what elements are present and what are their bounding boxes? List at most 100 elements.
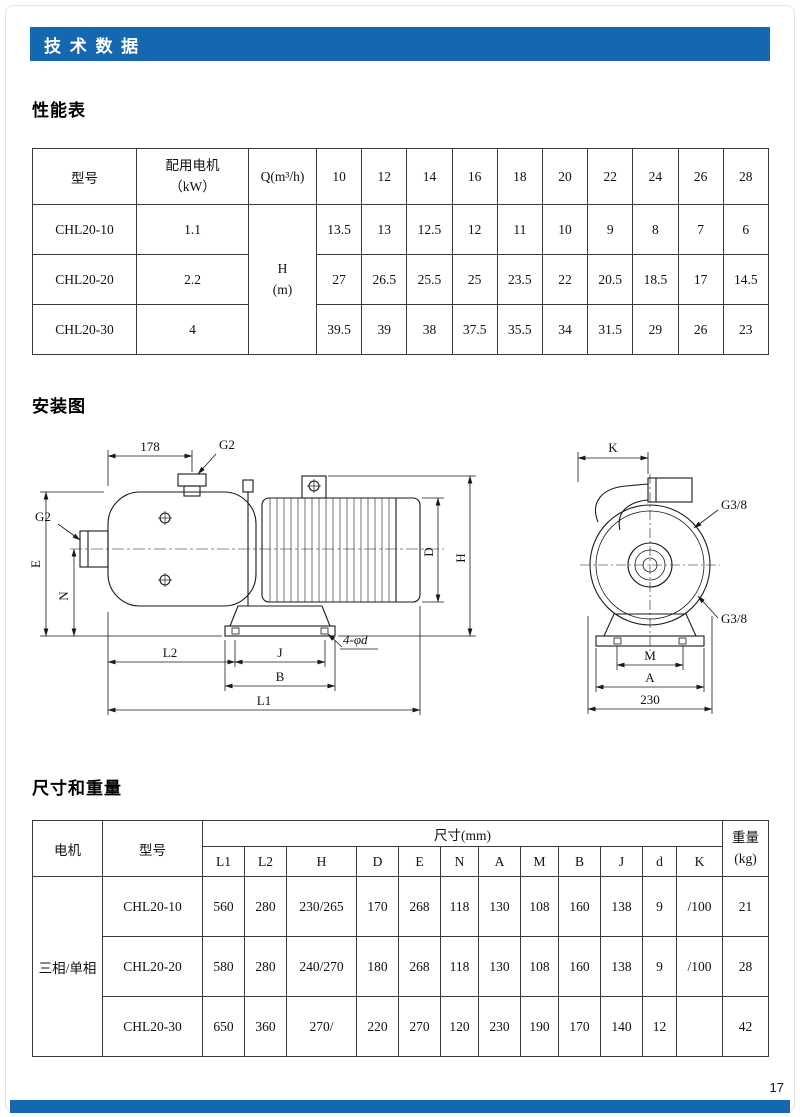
- dim-label-a: A: [645, 670, 655, 685]
- perf-value-cell: 34: [541, 304, 589, 355]
- footer-bar: [10, 1100, 790, 1113]
- perf-value-cell: 12.5: [406, 204, 453, 255]
- perf-value-cell: 39: [361, 304, 408, 355]
- dims-weight-cell: 21: [722, 876, 769, 937]
- table-row: CHL20-20 580 280 240/270 180 268 118 130…: [33, 936, 769, 997]
- table-row: 三相/单相 CHL20-10 560 280 230/265 170 268 1…: [32, 876, 769, 1057]
- dims-value-cell: 130: [478, 876, 521, 937]
- dims-value-cell: 160: [558, 936, 601, 997]
- perf-header-q-value: 22: [587, 148, 634, 205]
- dims-subheader: D: [356, 846, 399, 877]
- side-view-labels: 178 G2 G2 E N D H L2 J B L1 4-φd: [30, 437, 468, 708]
- dims-value-cell: 108: [520, 936, 559, 997]
- dims-value-cell: 9: [642, 876, 677, 937]
- perf-header-motor: 配用电机 （kW）: [136, 148, 249, 205]
- dims-value-cell: 268: [398, 876, 441, 937]
- perf-value-cell: 23.5: [496, 254, 543, 305]
- dims-value-cell: 118: [440, 876, 479, 937]
- dims-model-cell: CHL20-30: [102, 996, 203, 1057]
- perf-value-cell: 14.5: [722, 254, 769, 305]
- dims-header-row-1: 电机 型号 尺寸(mm) 重量 (kg): [32, 820, 769, 877]
- table-row: CHL20-20 2.2 27 26.5 25.5 25 23.5 22 20.…: [32, 254, 769, 305]
- perf-value-cell: 25.5: [406, 254, 453, 305]
- dim-label-l2: L2: [163, 645, 177, 660]
- dims-weight-cell: 28: [722, 936, 769, 997]
- perf-value-cell: 37.5: [451, 304, 498, 355]
- dim-label-e: E: [30, 560, 43, 568]
- dims-model-cell: CHL20-10: [102, 876, 203, 937]
- section-title-installation: 安装图: [32, 397, 86, 416]
- perf-header-q: Q(m³/h): [248, 148, 317, 205]
- perf-value-cell: 13.5: [315, 204, 363, 255]
- perf-value-cell: 31.5: [587, 304, 634, 355]
- front-view: [580, 474, 720, 654]
- perf-h-label-cell: H (m): [248, 204, 317, 355]
- dim-label-j: J: [277, 645, 282, 660]
- dims-subheader: A: [478, 846, 521, 877]
- table-row: CHL20-30 650 360 270/ 220 270 120 230 19…: [33, 996, 769, 1057]
- perf-header-q-value: 12: [361, 148, 408, 205]
- installation-drawing: 178 G2 G2 E N D H L2 J B L1 4-φd: [30, 437, 747, 715]
- dims-value-cell: 360: [244, 996, 287, 1057]
- dims-value-cell: 580: [202, 936, 245, 997]
- dims-header-dims: 尺寸(mm): [202, 820, 723, 847]
- perf-value-cell: 17: [677, 254, 724, 305]
- dims-value-cell: 190: [520, 996, 559, 1057]
- dims-value-cell: 268: [398, 936, 441, 997]
- perf-header-row: 型号 配用电机 （kW） Q(m³/h) 10 12 14 16 18 20 2…: [32, 148, 769, 205]
- dim-label-h: H: [453, 553, 468, 562]
- dims-subheader: B: [558, 846, 601, 877]
- dims-value-cell: 230: [478, 996, 521, 1057]
- dims-value-cell: /100: [676, 936, 723, 997]
- dims-header-row-2: L1 L2 H D E N A M B J d K: [33, 846, 769, 877]
- dim-label-178: 178: [140, 439, 160, 454]
- header-bar: 技 术 数 据: [30, 27, 770, 61]
- dims-value-cell: 220: [356, 996, 399, 1057]
- section-title-dimensions: 尺寸和重量: [32, 779, 122, 798]
- perf-model-cell: CHL20-30: [32, 304, 137, 355]
- page-title: 技 术 数 据: [44, 36, 141, 56]
- front-view-dimension-lines: [577, 452, 719, 714]
- perf-value-cell: 20.5: [587, 254, 634, 305]
- dim-label-230: 230: [640, 692, 660, 707]
- dims-value-cell: 270/: [286, 996, 357, 1057]
- perf-value-cell: 23: [722, 304, 769, 355]
- perf-header-model: 型号: [32, 148, 137, 205]
- dims-value-cell: 160: [558, 876, 601, 937]
- table-row: CHL20-10 1.1 H (m) 13.5 13 12.5 12 11 10…: [32, 204, 769, 355]
- perf-header-q-value: 14: [406, 148, 453, 205]
- dims-value-cell: 240/270: [286, 936, 357, 997]
- perf-value-cell: 25: [451, 254, 498, 305]
- dim-label-l1: L1: [257, 693, 271, 708]
- port-label-g2-left: G2: [35, 509, 51, 524]
- dims-subheader: J: [600, 846, 643, 877]
- dims-subheader: K: [676, 846, 723, 877]
- perf-header-q-value: 16: [451, 148, 498, 205]
- front-view-labels: K G3/8 G3/8 M A 230: [608, 440, 747, 707]
- dim-label-m: M: [644, 648, 656, 663]
- perf-value-cell: 22: [541, 254, 589, 305]
- dims-subheader: H: [286, 846, 357, 877]
- perf-value-cell: 35.5: [496, 304, 543, 355]
- dims-value-cell: 650: [202, 996, 245, 1057]
- perf-motor-cell: 2.2: [136, 254, 249, 305]
- dims-value-cell: 138: [600, 876, 643, 937]
- perf-value-cell: 26: [677, 304, 724, 355]
- perf-value-cell: 27: [315, 254, 363, 305]
- dim-label-b: B: [276, 669, 285, 684]
- dims-value-cell: 230/265: [286, 876, 357, 937]
- perf-model-cell: CHL20-10: [32, 204, 137, 255]
- dims-subheader: d: [642, 846, 677, 877]
- perf-value-cell: 29: [632, 304, 679, 355]
- dims-header-model: 型号: [102, 820, 203, 877]
- dimensions-table: 电机 型号 尺寸(mm) 重量 (kg) L1 L2 H D E N A M B…: [32, 820, 769, 1057]
- perf-value-cell: 26.5: [361, 254, 408, 305]
- table-row: CHL20-30 4 39.5 39 38 37.5 35.5 34 31.5 …: [32, 304, 769, 355]
- perf-motor-cell: 1.1: [136, 204, 249, 255]
- dims-value-cell: 138: [600, 936, 643, 997]
- dims-value-cell: 170: [356, 876, 399, 937]
- perf-header-q-value: 28: [722, 148, 769, 205]
- page-number: 17: [769, 1080, 784, 1095]
- perf-header-q-value: 18: [496, 148, 543, 205]
